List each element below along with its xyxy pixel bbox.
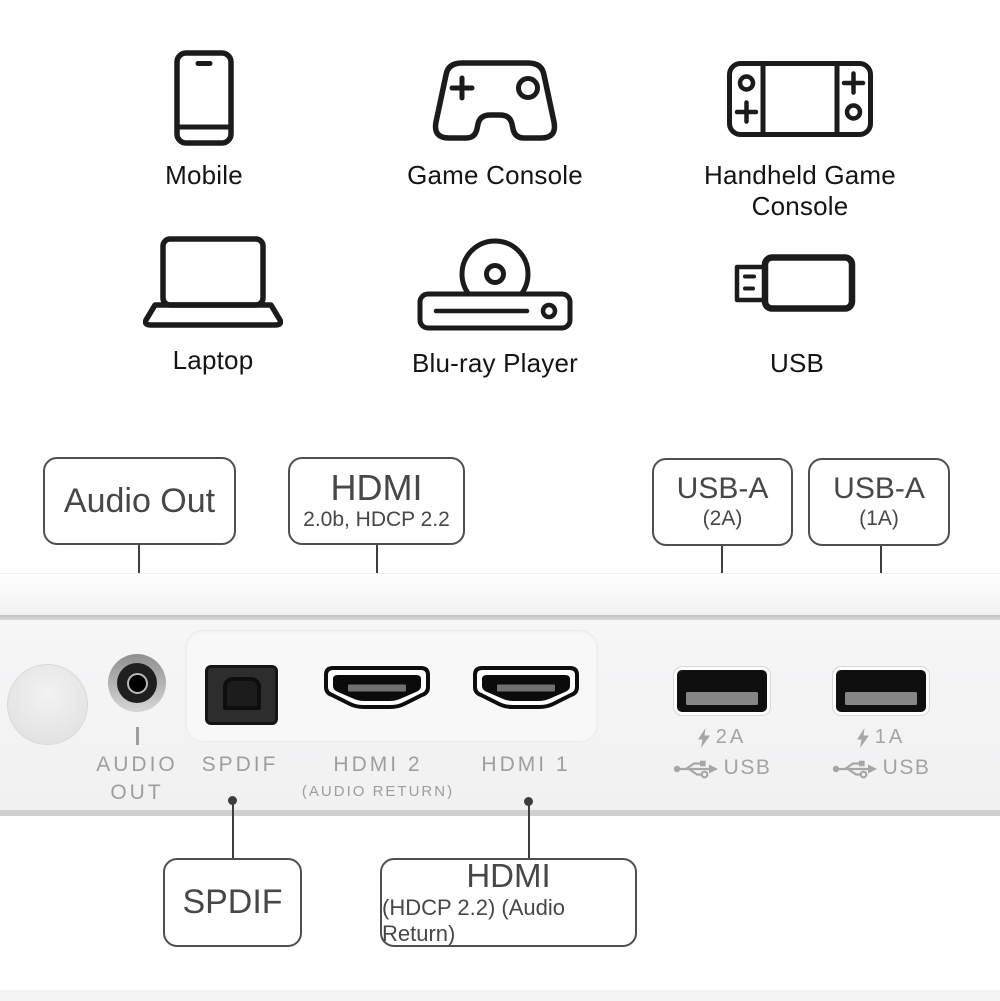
hdmi2-text: HDMI 2 <box>333 753 423 776</box>
hdmi2-panel-label: HDMI 2 (AUDIO RETURN) <box>298 751 458 800</box>
audio-out-jack-port <box>108 654 166 712</box>
callout-hdmi-top-subtitle: 2.0b, HDCP 2.2 <box>303 508 450 531</box>
usb-2a-port <box>677 670 767 712</box>
callout-audio-out-title: Audio Out <box>63 481 216 520</box>
usb-1a-port <box>836 670 926 712</box>
callout-usb-a-1a: USB-A (1A) <box>808 458 950 546</box>
hdmi1-panel-label: HDMI 1 <box>446 751 606 779</box>
audio-out-tick <box>136 727 139 745</box>
hdmi1-port <box>473 666 579 709</box>
usb-trident-icon <box>673 760 718 779</box>
audio-out-panel-label: AUDIO OUT <box>57 751 217 807</box>
callout-spdif: SPDIF <box>163 858 302 947</box>
audio-out-line1: AUDIO <box>96 753 178 776</box>
leader-line-spdif <box>232 800 234 858</box>
usb-2a-usb-text: USB <box>723 756 772 779</box>
callout-hdmi-top-title: HDMI <box>330 467 423 508</box>
leader-line-hdmi1 <box>528 801 530 858</box>
mobile-label: Mobile <box>165 160 243 190</box>
callout-usb-a-1a-subtitle: (1A) <box>859 507 899 530</box>
mobile-icon <box>174 50 234 146</box>
handheld-game-console-label: Handheld Game Console <box>704 160 896 221</box>
usb-1a-power-text: 1A <box>874 726 906 748</box>
audio-jack-hole <box>126 672 148 694</box>
usb-trident-icon <box>832 760 877 779</box>
blu-ray-player-icon <box>417 238 573 331</box>
page-bottom-strip <box>0 990 1000 1001</box>
game-console-label: Game Console <box>407 160 583 190</box>
callout-spdif-title: SPDIF <box>182 883 283 921</box>
usb-1a-usb-text: USB <box>882 756 931 779</box>
usb-1a-port-tab <box>845 692 917 705</box>
spdif-panel-label: SPDIF <box>160 751 320 779</box>
game-console-icon <box>432 60 558 141</box>
handheld-game-console-icon <box>727 61 873 137</box>
hdmi2-audio-return-text: (AUDIO RETURN) <box>301 783 455 800</box>
usb-2a-port-tab <box>686 692 758 705</box>
usb-drive-label: USB <box>769 348 825 378</box>
panel-bottom-edge-line <box>0 810 1000 816</box>
lightning-icon <box>856 727 869 748</box>
usb-2a-panel-label: 2A USB <box>647 726 797 780</box>
laptop-label: Laptop <box>172 345 254 375</box>
hdmi1-text: HDMI 1 <box>481 753 571 776</box>
callout-hdmi-bottom-title: HDMI <box>466 856 551 894</box>
callout-hdmi-bottom: HDMI (HDCP 2.2) (Audio Return) <box>380 858 637 947</box>
callout-usb-a-2a-title: USB-A <box>676 472 769 505</box>
spdif-arch <box>222 677 261 710</box>
audio-out-line2: OUT <box>110 781 164 804</box>
callout-usb-a-2a: USB-A (2A) <box>652 458 793 546</box>
panel-top-edge-line <box>0 615 1000 620</box>
panel-top-chamfer <box>0 573 1000 616</box>
spdif-text: SPDIF <box>201 753 279 776</box>
usb-1a-panel-label: 1A USB <box>806 726 956 780</box>
laptop-icon <box>143 236 283 328</box>
callout-hdmi-top: HDMI 2.0b, HDCP 2.2 <box>288 457 465 545</box>
audio-jack-ring <box>117 663 157 703</box>
callout-usb-a-1a-title: USB-A <box>833 472 925 505</box>
blu-ray-player-label: Blu-ray Player <box>411 348 579 378</box>
spdif-optical-port <box>205 665 278 725</box>
hdmi2-port <box>324 666 430 709</box>
usb-drive-icon <box>734 254 856 312</box>
lightning-icon <box>697 727 710 748</box>
callout-hdmi-bottom-subtitle: (HDCP 2.2) (Audio Return) <box>382 894 565 946</box>
callout-usb-a-2a-subtitle: (2A) <box>702 507 743 530</box>
callout-audio-out: Audio Out <box>43 457 236 545</box>
round-button <box>7 664 88 745</box>
usb-2a-power-text: 2A <box>715 726 747 748</box>
